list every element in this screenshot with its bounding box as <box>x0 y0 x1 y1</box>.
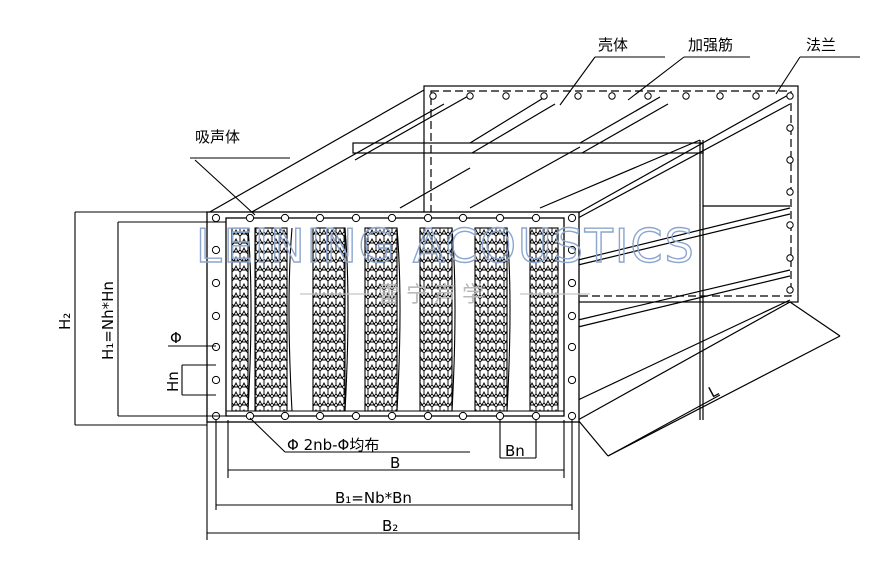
watermark-chinese: 雷宁声学 <box>378 283 490 308</box>
callout-leaders <box>190 56 860 216</box>
dimension-lines <box>74 211 721 540</box>
watermark: LEINING ACOUSTICS 雷宁声学 <box>195 218 696 308</box>
baffle-panel <box>474 227 508 412</box>
shell-label: 壳体 <box>598 36 628 54</box>
hn-label: Hn <box>164 371 182 392</box>
absorber-label: 吸声体 <box>195 128 240 146</box>
baffle-panel <box>364 227 398 412</box>
phi-label: Φ <box>170 329 182 347</box>
back-flange-bolts <box>429 92 794 294</box>
flange-label: 法兰 <box>806 36 836 54</box>
h1-label: H₁=Nh*Hn <box>99 281 117 360</box>
baffle-panel <box>529 227 559 412</box>
baffle-panel <box>254 227 288 412</box>
silencer-body <box>207 85 841 457</box>
baffle-panel <box>312 227 346 412</box>
length-label: L <box>705 381 721 401</box>
rib-label: 加强筋 <box>688 36 733 54</box>
rib-strip <box>352 142 704 154</box>
front-flange-bolts <box>211 213 577 421</box>
watermark-brand: LEINING ACOUSTICS <box>196 219 696 273</box>
bn-label: Bn <box>505 442 525 460</box>
hole-note: Φ 2nb-Φ均布 <box>287 436 379 454</box>
absorber-panels <box>226 227 564 412</box>
b-label: B <box>390 454 400 472</box>
h2-label: H₂ <box>56 313 74 330</box>
b1-label: B₁=Nb*Bn <box>335 489 412 507</box>
b2-label: B₂ <box>382 517 398 535</box>
